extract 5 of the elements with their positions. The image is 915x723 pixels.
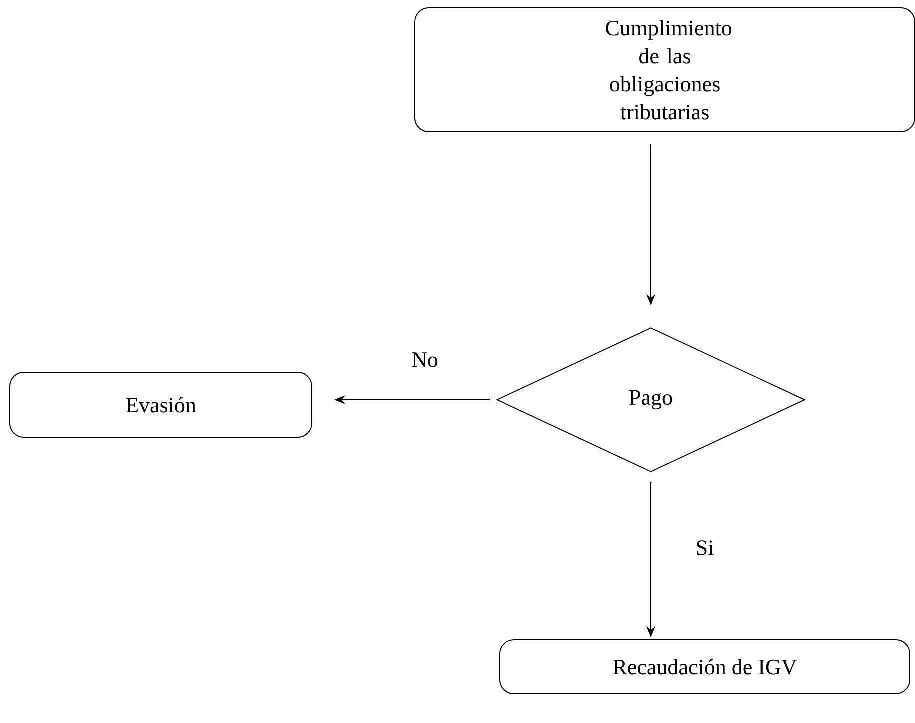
process-box: Recaudación de IGV: [500, 640, 911, 694]
edge-label: Si: [694, 538, 716, 558]
process-box: Cumplimiento de las obligaciones tributarias: [414, 8, 915, 132]
edge-label: No: [410, 350, 440, 370]
process-box: Evasión: [10, 372, 312, 438]
